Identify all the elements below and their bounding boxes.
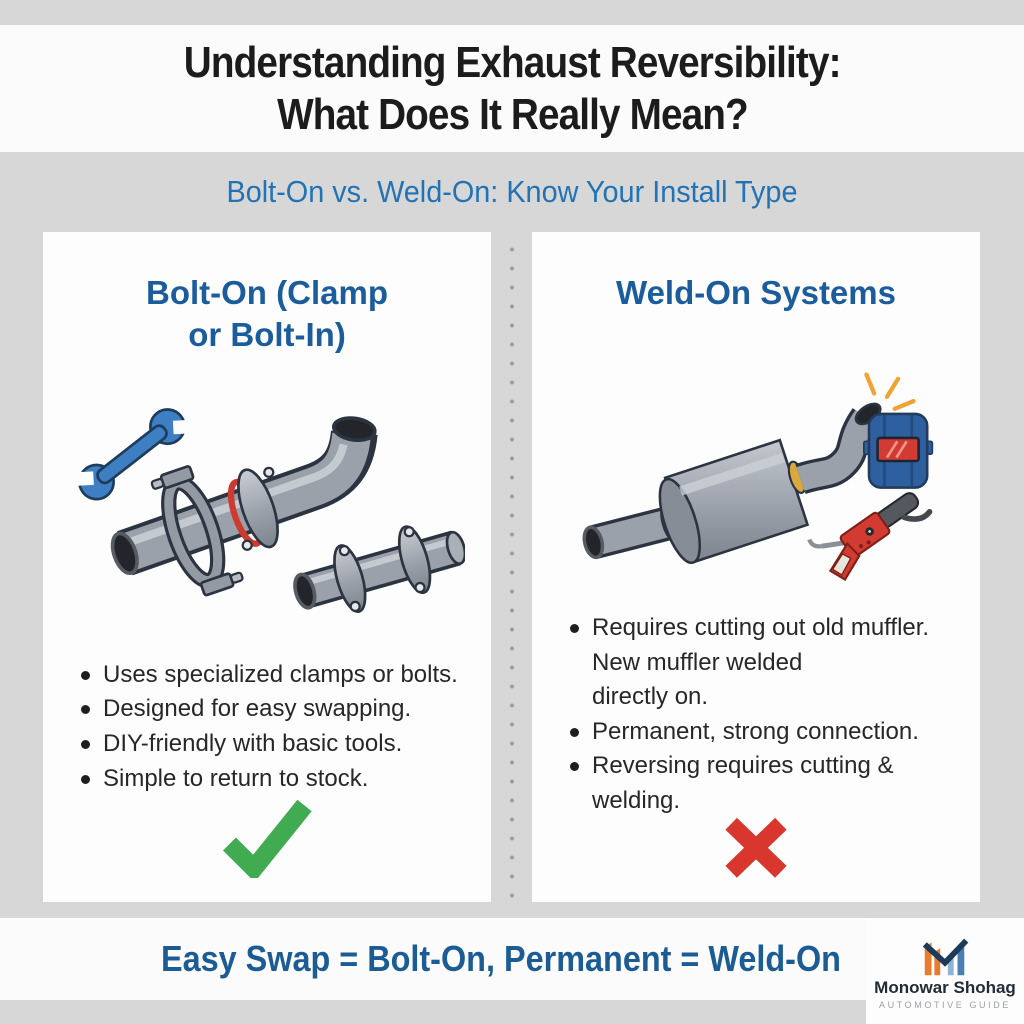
- brand-tagline: AUTOMOTIVE GUIDE: [879, 1000, 1011, 1010]
- weld-on-bullet-list: Requires cutting out old muffler. New mu…: [558, 611, 954, 818]
- weld-on-panel: Weld-On Systems: [532, 232, 980, 902]
- weld-on-illustration: [582, 372, 934, 581]
- bullet-item: Requires cutting out old muffler. New mu…: [566, 611, 954, 715]
- bullet-item: Reversing requires cutting & welding.: [566, 749, 954, 818]
- page-subtitle: Bolt-On vs. Weld-On: Know Your Install T…: [226, 174, 798, 209]
- bullet-item: Uses specialized clamps or bolts.: [77, 658, 465, 693]
- bolt-on-panel: Bolt-On (Clamp or Bolt-In): [43, 232, 491, 902]
- comparison-panels: Bolt-On (Clamp or Bolt-In): [43, 232, 980, 902]
- wrench-icon: [69, 408, 197, 501]
- bullet-item: Permanent, strong connection.: [566, 715, 954, 750]
- exhaust-pipe: [110, 416, 378, 576]
- muffler: [582, 402, 882, 565]
- brand-logo-m-icon: [922, 938, 969, 976]
- flange-gasket: [227, 466, 279, 551]
- bullet-item: Designed for easy swapping.: [77, 692, 465, 727]
- subtitle-band: Bolt-On vs. Weld-On: Know Your Install T…: [0, 152, 1024, 232]
- pipe-clamp: [150, 465, 244, 597]
- bullet-item: DIY-friendly with basic tools.: [77, 727, 465, 762]
- panel-divider: [509, 240, 514, 898]
- brand-logo: Monowar Shohag AUTOMOTIVE GUIDE: [866, 918, 1024, 1024]
- footer-summary: Easy Swap = Bolt-On, Permanent = Weld-On: [161, 938, 842, 979]
- spare-pipe-section: [293, 525, 465, 613]
- page-title-line1: Understanding Exhaust Reversibility:: [183, 37, 842, 87]
- page-title-line2: What Does It Really Mean?: [276, 89, 749, 139]
- weld-on-heading: Weld-On Systems: [616, 274, 896, 311]
- footer-band: Easy Swap = Bolt-On, Permanent = Weld-On: [0, 918, 1024, 1000]
- brand-name: Monowar Shohag: [874, 978, 1016, 997]
- welding-torch-icon: [807, 492, 933, 581]
- bullet-item: Simple to return to stock.: [77, 762, 465, 797]
- title-band: Understanding Exhaust Reversibility: Wha…: [0, 25, 1024, 152]
- checkmark-icon: [222, 799, 312, 878]
- welding-helmet-icon: [863, 412, 934, 489]
- cross-icon: [725, 818, 787, 878]
- bolt-on-illustration: [69, 408, 465, 613]
- bolt-on-heading: Bolt-On (Clamp or Bolt-In): [146, 274, 388, 353]
- bolt-on-bullet-list: Uses specialized clamps or bolts. Design…: [69, 658, 465, 796]
